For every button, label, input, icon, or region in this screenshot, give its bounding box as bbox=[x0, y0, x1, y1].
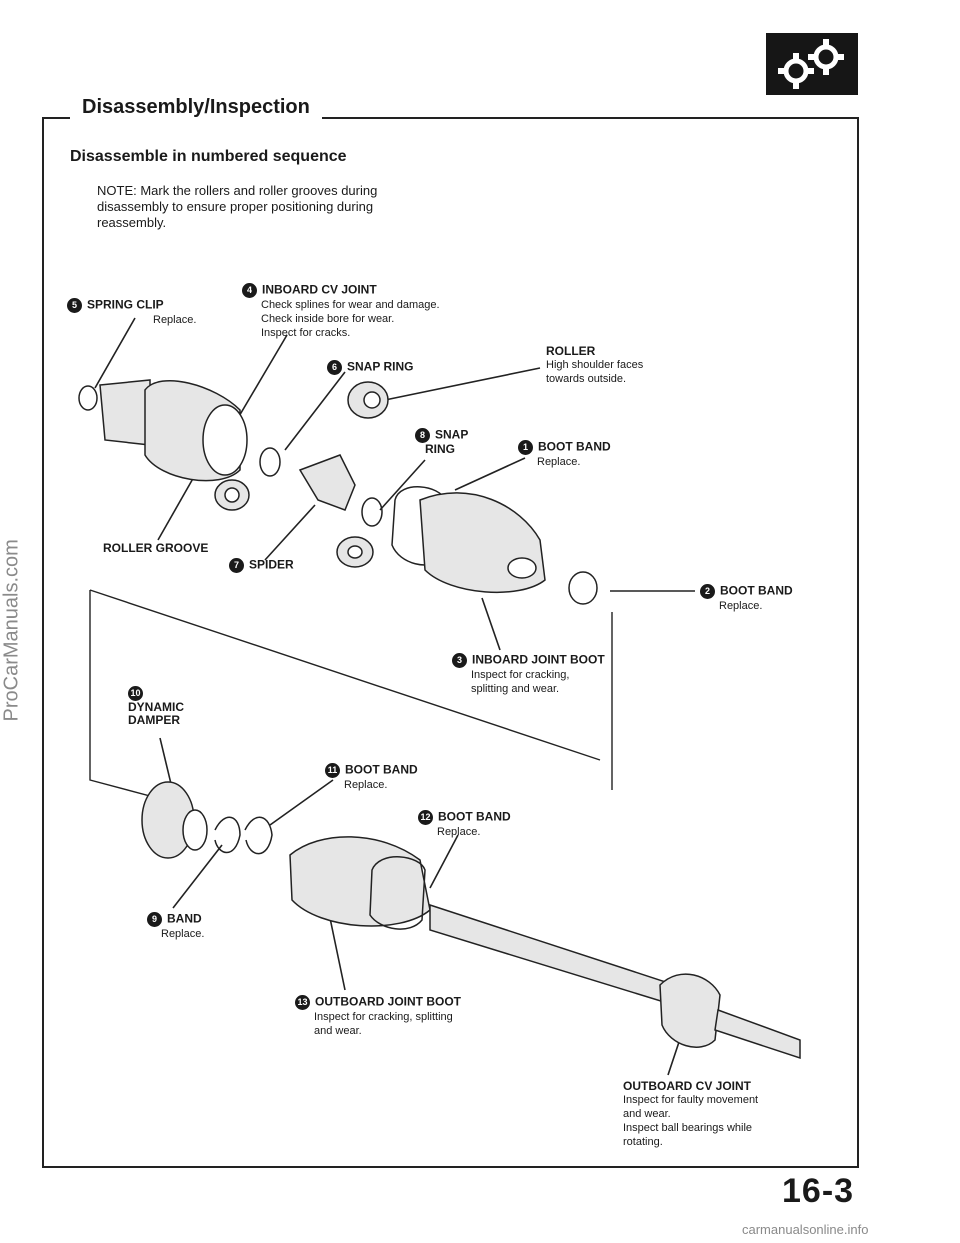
callout-number: 9 bbox=[147, 912, 162, 927]
callout-desc-1: Inspect for cracking, splitting bbox=[314, 1011, 453, 1023]
callout-number: 13 bbox=[295, 995, 310, 1010]
callout-number: 4 bbox=[242, 283, 257, 298]
callout-number: 7 bbox=[229, 558, 244, 573]
callout-desc-2: and wear. bbox=[623, 1108, 671, 1120]
callout-title: ROLLER bbox=[546, 344, 596, 358]
callout-desc: Replace. bbox=[153, 314, 197, 326]
callout-title-2: DAMPER bbox=[128, 713, 181, 727]
callout-title-1: DYNAMIC bbox=[128, 700, 184, 714]
callout-desc-2: and wear. bbox=[314, 1025, 362, 1037]
callout-inboard-joint-boot: 3 INBOARD JOINT BOOT Inspect for cracking… bbox=[452, 653, 605, 696]
callout-title: BOOT BAND bbox=[720, 583, 793, 598]
section-title: Disassembly/Inspection bbox=[82, 96, 310, 118]
callout-outboard-cv-joint: OUTBOARD CV JOINT Inspect for faulty mov… bbox=[623, 1080, 758, 1149]
page-number: 16-3 bbox=[782, 1172, 855, 1210]
callout-desc-1: Inspect for cracking, bbox=[471, 669, 570, 681]
watermark-left: ProCarManuals.com bbox=[0, 539, 23, 722]
sub-title: Disassemble in numbered sequence bbox=[70, 148, 347, 165]
callout-title: ROLLER GROOVE bbox=[103, 541, 209, 555]
frame-top-tick bbox=[42, 117, 70, 119]
callout-desc-2: Check inside bore for wear. bbox=[261, 313, 395, 325]
callout-band-9: 9 BAND Replace. bbox=[147, 912, 204, 941]
callout-desc-4: rotating. bbox=[623, 1136, 663, 1148]
page-frame bbox=[42, 118, 859, 1168]
callout-outboard-joint-boot: 13 OUTBOARD JOINT BOOT Inspect for cracki… bbox=[295, 995, 461, 1038]
callout-boot-band-11: 11 BOOT BAND Replace. bbox=[325, 763, 418, 792]
callout-number: 8 bbox=[415, 428, 430, 443]
callout-desc: Replace. bbox=[161, 928, 205, 940]
callout-boot-band-12: 12 BOOT BAND Replace. bbox=[418, 810, 511, 839]
callout-spring-clip: 5 SPRING CLIP Replace. bbox=[67, 298, 196, 327]
callout-roller-groove: ROLLER GROOVE bbox=[103, 542, 208, 555]
note-text: NOTE: Mark the rollers and roller groove… bbox=[97, 183, 378, 230]
callout-title-2: RING bbox=[425, 442, 455, 456]
callout-desc-3: Inspect ball bearings while bbox=[623, 1122, 753, 1134]
gears-icon-graphic bbox=[778, 39, 844, 89]
callout-number: 12 bbox=[418, 810, 433, 825]
callout-title: SPIDER bbox=[249, 557, 294, 572]
callout-title: BOOT BAND bbox=[538, 439, 611, 454]
callout-number: 11 bbox=[325, 763, 340, 778]
callout-desc: Replace. bbox=[437, 826, 481, 838]
callout-inboard-cv-joint: 4 INBOARD CV JOINT Check splines for wear… bbox=[242, 283, 440, 340]
callout-roller: ROLLER High shoulder faces towards outsi… bbox=[546, 345, 643, 386]
callout-desc-2: towards outside. bbox=[546, 373, 627, 385]
callout-number: 10 bbox=[128, 686, 143, 701]
callout-title: BOOT BAND bbox=[345, 762, 418, 777]
callout-desc: Replace. bbox=[344, 779, 388, 791]
callout-title: BOOT BAND bbox=[438, 809, 511, 824]
watermark-bottom: carmanualsonline.info bbox=[742, 1222, 869, 1237]
callout-desc-1: High shoulder faces bbox=[546, 359, 644, 371]
callout-desc-1: Inspect for faulty movement bbox=[623, 1094, 759, 1106]
callout-title: INBOARD JOINT BOOT bbox=[472, 652, 605, 667]
callout-title: OUTBOARD JOINT BOOT bbox=[315, 994, 461, 1009]
callout-number: 3 bbox=[452, 653, 467, 668]
callout-desc-1: Check splines for wear and damage. bbox=[261, 299, 440, 311]
callout-dynamic-damper: 10 DYNAMIC DAMPER bbox=[128, 686, 184, 727]
callout-title-1: SNAP bbox=[435, 427, 469, 442]
inset-frame bbox=[89, 589, 613, 801]
callout-desc: Replace. bbox=[537, 456, 581, 468]
callout-boot-band-1: 1 BOOT BAND Replace. bbox=[518, 440, 611, 469]
callout-number: 6 bbox=[327, 360, 342, 375]
callout-number: 1 bbox=[518, 440, 533, 455]
callout-boot-band-2: 2 BOOT BAND Replace. bbox=[700, 584, 793, 613]
callout-title: SPRING CLIP bbox=[87, 297, 164, 312]
callout-title: INBOARD CV JOINT bbox=[262, 282, 377, 297]
frame-top-line bbox=[322, 117, 859, 119]
callout-title: OUTBOARD CV JOINT bbox=[623, 1079, 752, 1093]
callout-number: 5 bbox=[67, 298, 82, 313]
callout-number: 2 bbox=[700, 584, 715, 599]
callout-title: SNAP RING bbox=[347, 359, 414, 374]
inboard-parts bbox=[78, 379, 598, 605]
callout-desc-3: Inspect for cracks. bbox=[261, 327, 351, 339]
callout-desc: Replace. bbox=[719, 600, 763, 612]
callout-spider: 7 SPIDER bbox=[229, 558, 294, 573]
callout-desc-2: splitting and wear. bbox=[471, 683, 560, 695]
outboard-parts bbox=[141, 781, 801, 1060]
callout-snap-ring-6: 6 SNAP RING bbox=[327, 360, 413, 375]
gears-icon bbox=[766, 33, 858, 95]
callout-snap-ring-8: 8 SNAP RING bbox=[415, 428, 468, 456]
callout-title: BAND bbox=[167, 911, 202, 926]
